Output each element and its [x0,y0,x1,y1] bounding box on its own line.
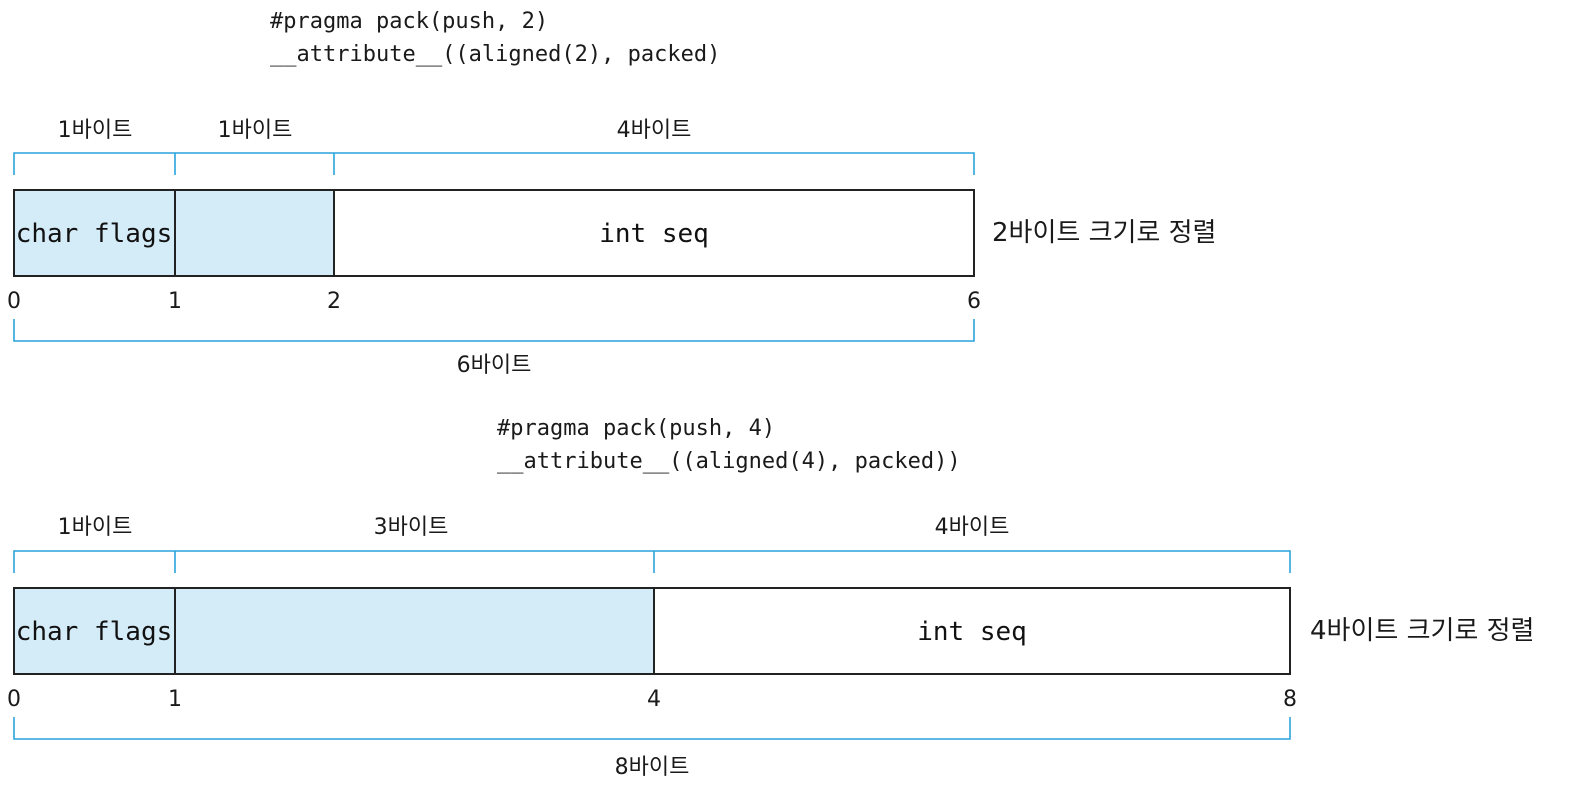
top-offset-6: 6 [967,289,981,314]
top-size-label-2: 1바이트 [218,118,293,143]
top-code-line-1: #pragma pack(push, 2) [270,9,548,34]
top-size-label-1: 1바이트 [58,118,133,143]
top-upper-bracket [13,152,975,175]
top-offset-2: 2 [327,289,341,314]
bottom-cell-int-seq [653,587,1291,675]
top-cell-int-seq-text: int seq [599,219,709,249]
bottom-offset-4: 4 [647,687,661,712]
top-cell-padding [174,189,335,277]
top-alignment-label: 2바이트 크기로 정렬 [992,218,1216,248]
top-total-bracket [13,319,975,342]
top-code-line-2: __attribute__((aligned(2), packed) [270,42,720,67]
top-offset-1: 1 [168,289,182,314]
bottom-offset-0: 0 [7,687,21,712]
bottom-code-line-2: __attribute__((aligned(4), packed)) [497,449,961,474]
bottom-cell-char-flags [13,587,176,675]
top-cell-char-flags [13,189,176,277]
bottom-total-bracket [13,717,1291,740]
top-offset-0: 0 [7,289,21,314]
bottom-offset-8: 8 [1283,687,1297,712]
top-cell-char-flags-text: char flags [16,219,173,249]
bottom-cell-char-flags-text: char flags [16,617,173,647]
bottom-size-label-3: 4바이트 [935,515,1010,540]
top-cell-int-seq [333,189,975,277]
top-total-label: 6바이트 [457,353,532,378]
layout-top: #pragma pack(push, 2) __attribute__((ali… [7,9,1216,378]
bottom-total-label: 8바이트 [615,755,690,780]
bottom-upper-bracket [13,550,1291,573]
layout-bottom: #pragma pack(push, 4) __attribute__((ali… [7,416,1534,780]
bottom-offset-1: 1 [168,687,182,712]
bottom-size-label-2: 3바이트 [374,515,449,540]
bottom-cell-padding [174,587,655,675]
bottom-code-line-1: #pragma pack(push, 4) [497,416,775,441]
bottom-alignment-label: 4바이트 크기로 정렬 [1310,616,1534,646]
bottom-size-label-1: 1바이트 [58,515,133,540]
bottom-cell-int-seq-text: int seq [917,617,1027,647]
top-size-label-3: 4바이트 [617,118,692,143]
